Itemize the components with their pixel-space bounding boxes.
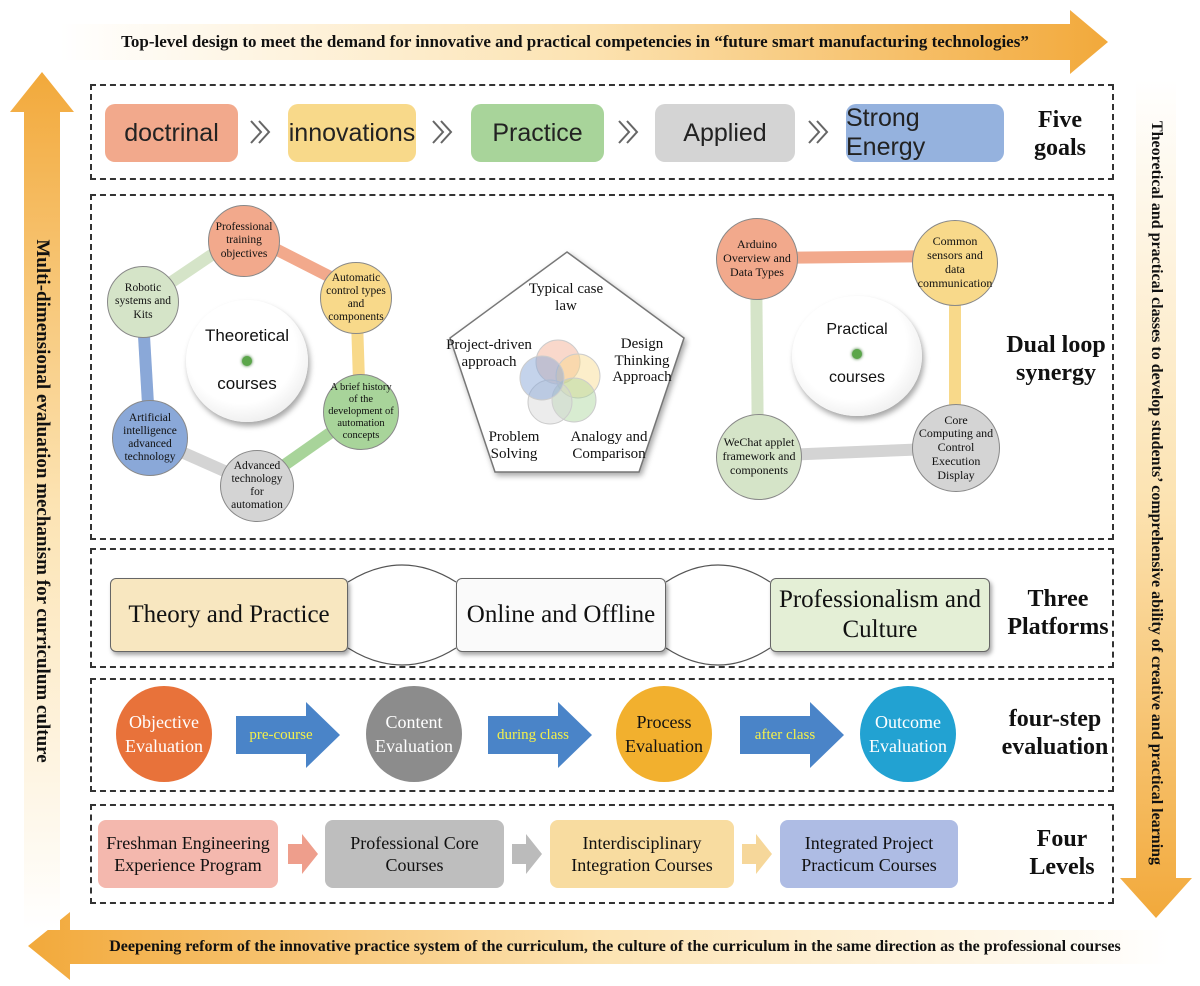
practical-node: Core Computing and Control Execution Dis… — [912, 404, 1000, 492]
five-goals-section — [90, 84, 1114, 180]
transition-pre-course: pre-course — [249, 726, 313, 743]
practical-node: Arduino Overview and Data Types — [716, 218, 798, 300]
eval-content: Content Evaluation — [366, 686, 462, 782]
goal-practice: Practice — [471, 104, 604, 162]
eval-process: Process Evaluation — [616, 686, 712, 782]
platform-online-offline: Online and Offline — [456, 578, 666, 652]
five-goals-label: Five goals — [1033, 107, 1086, 161]
three-platforms-label: Three Platforms — [1007, 586, 1109, 640]
center-dot-icon — [242, 356, 252, 366]
dual-loop-section — [90, 194, 1114, 540]
center-dot-icon — [852, 349, 862, 359]
bottom-arrow-text: Deepening reform of the innovative pract… — [109, 938, 1121, 956]
method-project-driven: Project-driven approach — [446, 337, 532, 370]
transition-during-class: during class — [496, 726, 570, 743]
goal-innovations: innovations — [288, 104, 416, 162]
level-freshman: Freshman Engineering Experience Program — [98, 820, 278, 888]
three-platforms-section — [90, 548, 1114, 668]
theoretical-node: Professional training objectives — [208, 205, 280, 277]
level-integrated: Integrated Project Practicum Courses — [780, 820, 958, 888]
goal-applied: Applied — [655, 104, 795, 162]
theoretical-node: Advanced technology for automation — [220, 450, 294, 522]
eval-outcome: Outcome Evaluation — [860, 686, 956, 782]
transition-after-class: after class — [754, 726, 816, 743]
left-arrow-shape — [10, 72, 74, 930]
level-interdisciplinary: Interdisciplinary Integration Courses — [550, 820, 734, 888]
four-step-label: four-step evaluation — [1001, 706, 1109, 760]
practical-node: Common sensors and data communication — [912, 220, 998, 306]
theoretical-center-label-bottom: courses — [217, 374, 277, 394]
method-design-thinking: Design Thinking Approach — [612, 335, 672, 386]
dual-loop-label: Dual loop synergy — [1006, 332, 1106, 386]
platform-theory-practice: Theory and Practice — [110, 578, 348, 652]
theoretical-node: A brief history of the development of au… — [323, 374, 399, 450]
four-levels-section — [90, 804, 1114, 904]
eval-objective: Objective Evaluation — [116, 686, 212, 782]
practical-center-label-top: Practical — [826, 321, 888, 339]
goal-doctrinal: doctrinal — [105, 104, 238, 162]
four-step-section — [90, 678, 1114, 792]
top-arrow-shape — [60, 10, 1108, 74]
methods-pentagon — [449, 251, 685, 473]
right-arrow-shape — [1120, 80, 1192, 918]
platform-professionalism-culture: Professionalism and Culture — [770, 578, 990, 652]
level-core: Professional Core Courses — [325, 820, 504, 888]
theoretical-node: Automatic control types and components — [320, 262, 392, 334]
four-levels-label: Four Levels — [1029, 826, 1095, 880]
theoretical-node: Artificial intelligence advanced technol… — [112, 400, 188, 476]
theoretical-node: Robotic systems and Kits — [107, 266, 179, 338]
goal-strong-energy: Strong Energy — [846, 104, 1004, 162]
top-arrow-text: Top-level design to meet the demand for … — [121, 32, 1029, 52]
chevron-right-icon — [432, 120, 453, 144]
bottom-arrow-shape — [28, 912, 1170, 980]
practical-node: WeChat applet framework and components — [716, 414, 802, 500]
method-problem-solving: Problem Solving — [488, 429, 540, 462]
chevron-right-icon — [808, 120, 829, 144]
method-typical-case-law: Typical case law — [528, 281, 604, 314]
theoretical-center-label-top: Theoretical — [204, 326, 290, 346]
chevron-right-icon — [250, 120, 271, 144]
practical-center-label-bottom: courses — [828, 369, 886, 387]
chevron-right-icon — [618, 120, 639, 144]
method-analogy-comparison: Analogy and Comparison — [570, 429, 648, 462]
